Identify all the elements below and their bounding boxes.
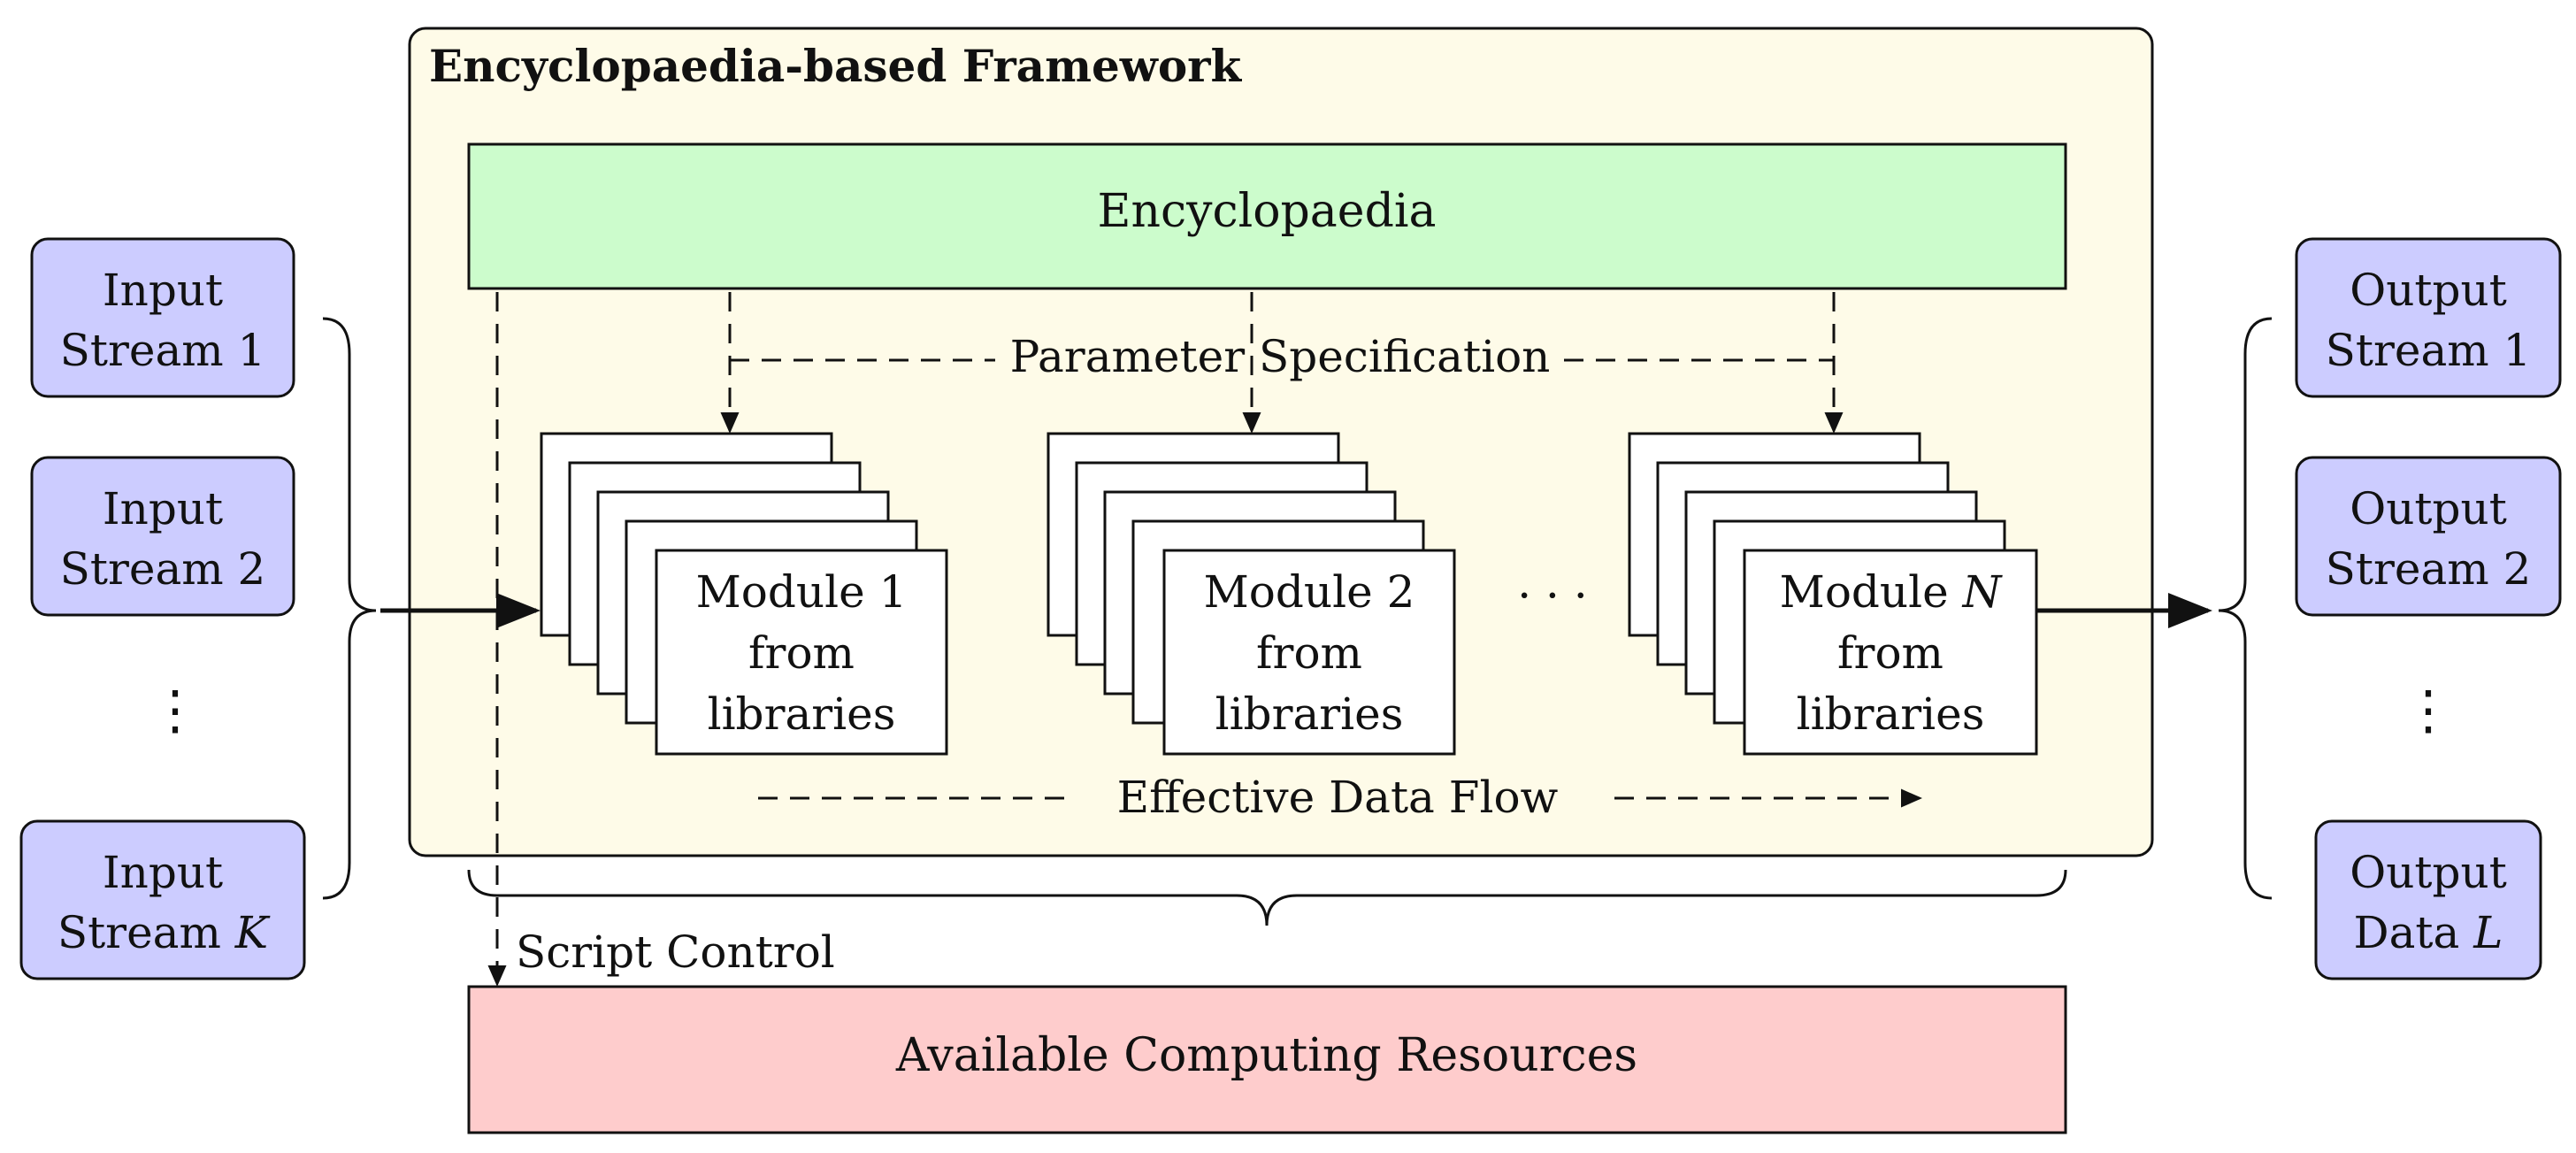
module-n-box bbox=[1743, 549, 2038, 756]
resources-brace bbox=[467, 869, 2067, 926]
module-1-label: Module 1 bbox=[696, 566, 908, 618]
module-ellipsis: · · · bbox=[1517, 570, 1587, 621]
module-n-line3: libraries bbox=[1797, 688, 1985, 740]
parameter-specification-label: Parameter Specification bbox=[1010, 331, 1551, 382]
framework-title: Encyclopaedia-based Framework bbox=[429, 40, 1243, 92]
output-vertical-ellipsis: ⋮ bbox=[2402, 680, 2455, 742]
output-stream-1-line1: Output bbox=[2350, 265, 2507, 316]
module-2-line2: from bbox=[1256, 627, 1362, 679]
module-1-box bbox=[655, 549, 948, 756]
parameter-specification-arrows bbox=[720, 292, 1844, 434]
input-vertical-ellipsis: ⋮ bbox=[149, 680, 202, 742]
input-stream-1-line1: Input bbox=[103, 265, 223, 316]
effective-data-flow-label: Effective Data Flow bbox=[1117, 772, 1559, 823]
module-n-line2: from bbox=[1837, 627, 1944, 679]
input-stream-1: Input Stream 1 bbox=[30, 237, 295, 398]
module-n-label: Module N bbox=[1780, 566, 2004, 618]
module-stack-1: Module 1 from libraries bbox=[540, 432, 948, 756]
input-brace bbox=[322, 317, 377, 900]
output-stream-2-line1: Output bbox=[2350, 483, 2507, 534]
module-stack-2: Module 2 from libraries bbox=[1046, 432, 1456, 756]
encyclopaedia-label: Encyclopaedia bbox=[1098, 185, 1437, 238]
module-2-box bbox=[1162, 549, 1456, 756]
output-brace bbox=[2218, 317, 2273, 900]
input-stream-2-line2: Stream 2 bbox=[60, 543, 266, 595]
output-data-l: Output Data L bbox=[2314, 819, 2542, 980]
module-1-line2: from bbox=[748, 627, 855, 679]
input-stream-1-line2: Stream 1 bbox=[60, 325, 266, 376]
output-stream-2-line2: Stream 2 bbox=[2326, 543, 2532, 595]
input-stream-2-line1: Input bbox=[103, 483, 223, 534]
output-data-l-line2: Data L bbox=[2354, 907, 2503, 958]
output-stream-2: Output Stream 2 bbox=[2295, 456, 2562, 617]
module-1-line3: libraries bbox=[708, 688, 896, 740]
output-stream-1: Output Stream 1 bbox=[2295, 237, 2562, 398]
input-stream-k-line2: Stream K bbox=[58, 907, 271, 958]
input-stream-k-line1: Input bbox=[103, 847, 223, 898]
input-stream-k: Input Stream K bbox=[19, 819, 306, 980]
resources-box bbox=[467, 985, 2067, 1134]
module-2-line3: libraries bbox=[1215, 688, 1404, 740]
input-stream-2: Input Stream 2 bbox=[30, 456, 295, 617]
encyclopaedia-box bbox=[467, 142, 2067, 290]
module-2-label: Module 2 bbox=[1204, 566, 1415, 618]
script-control-label: Script Control bbox=[516, 926, 835, 978]
output-stream-1-line2: Stream 1 bbox=[2326, 325, 2532, 376]
resources-label: Available Computing Resources bbox=[895, 1029, 1637, 1082]
module-stack-n: Module N from libraries bbox=[1628, 432, 2038, 756]
output-data-l-line1: Output bbox=[2350, 847, 2507, 898]
